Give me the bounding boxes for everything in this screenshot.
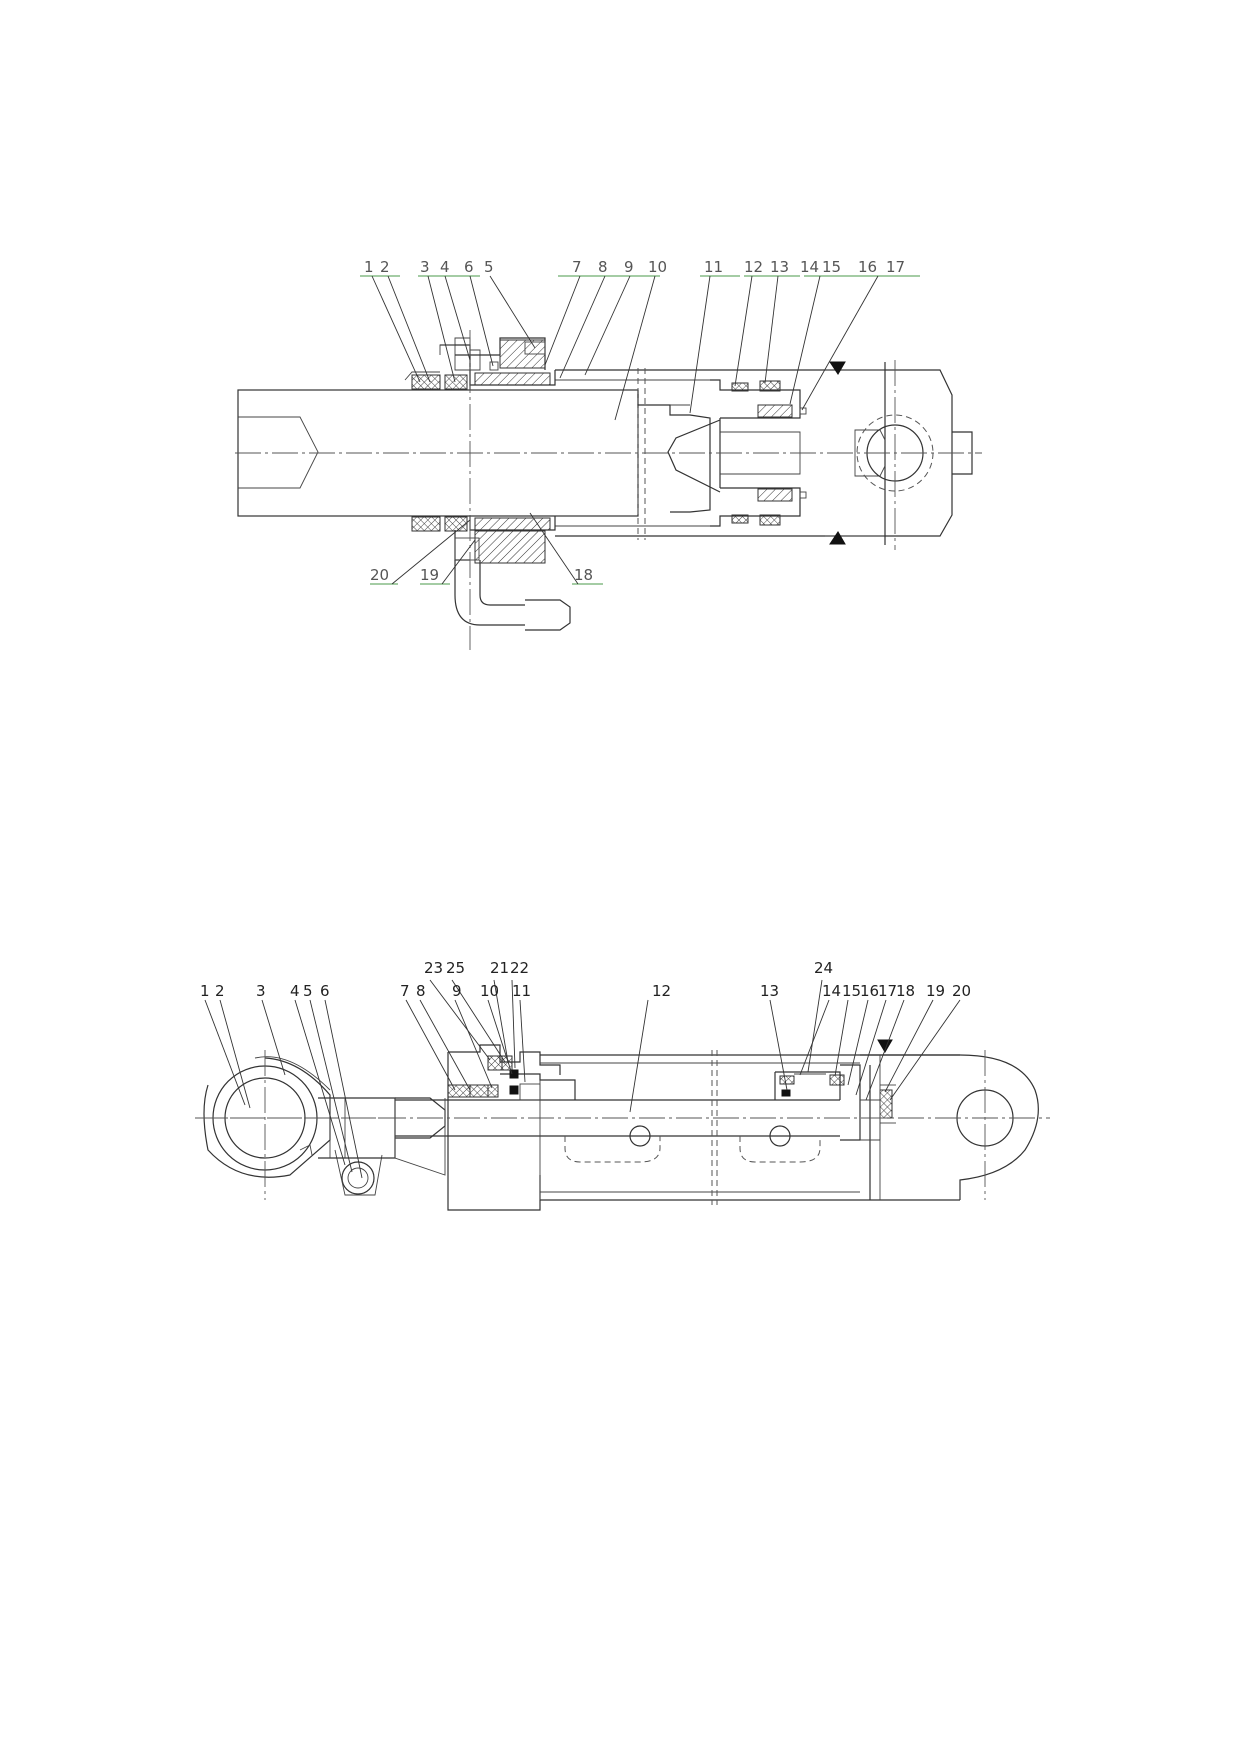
label-5: 5 <box>303 982 313 1000</box>
label-10: 10 <box>648 258 667 276</box>
bolt-5 <box>524 341 546 355</box>
label-18: 18 <box>896 982 915 1000</box>
seal-13 <box>759 380 781 392</box>
piston-nut <box>840 1064 861 1141</box>
label-2: 2 <box>380 258 390 276</box>
label-16: 16 <box>860 982 879 1000</box>
seal-19 <box>879 1089 893 1119</box>
label-6: 6 <box>464 258 474 276</box>
clevis-pin <box>952 431 973 475</box>
label-21: 21 <box>490 959 509 977</box>
label-23: 23 <box>424 959 443 977</box>
label-20: 20 <box>952 982 971 1000</box>
label-11: 11 <box>512 982 531 1000</box>
label-17: 17 <box>878 982 897 1000</box>
label-24: 24 <box>814 959 833 977</box>
wiper-1 <box>411 374 441 390</box>
rod-thread-bore <box>238 416 319 489</box>
end-cap <box>885 369 953 537</box>
figure-2-assembly-drawing: 23 25 21 22 24 1 2 3 4 5 6 7 8 9 10 11 1… <box>195 959 1050 1211</box>
weld-top <box>829 361 846 375</box>
label-4: 4 <box>440 258 450 276</box>
label-18: 18 <box>574 566 593 584</box>
label-19: 19 <box>926 982 945 1000</box>
label-12: 12 <box>744 258 763 276</box>
gland-lower-body <box>474 530 546 564</box>
label-8: 8 <box>598 258 608 276</box>
label-5: 5 <box>484 258 494 276</box>
label-9: 9 <box>624 258 634 276</box>
seal-9 <box>487 1084 499 1098</box>
port-boss-19 <box>454 537 480 561</box>
label-19: 19 <box>420 566 439 584</box>
label-14: 14 <box>822 982 841 1000</box>
weld-bottom <box>829 531 846 545</box>
port-elbow <box>454 560 525 626</box>
label-20: 20 <box>370 566 389 584</box>
label-6: 6 <box>320 982 330 1000</box>
label-8: 8 <box>416 982 426 1000</box>
guide-sleeve-7 <box>474 372 551 386</box>
label-7: 7 <box>572 258 582 276</box>
label-7: 7 <box>400 982 410 1000</box>
port-nipple <box>525 599 571 631</box>
retaining-clip <box>299 1144 313 1156</box>
seal-13 <box>779 1075 795 1085</box>
wiper-7 <box>447 1084 471 1098</box>
label-10: 10 <box>480 982 499 1000</box>
label-25: 25 <box>446 959 465 977</box>
rod-eye-body <box>203 1057 331 1178</box>
label-1: 1 <box>200 982 210 1000</box>
label-13: 13 <box>760 982 779 1000</box>
seal-8 <box>469 1084 489 1098</box>
label-12: 12 <box>652 982 671 1000</box>
figure-1-leaders <box>371 275 879 585</box>
label-14: 14 <box>800 258 819 276</box>
grease-nipple <box>341 1161 375 1195</box>
seal-15 <box>829 1074 845 1086</box>
label-22: 22 <box>510 959 529 977</box>
piston-head <box>775 1071 841 1100</box>
figure-2-leaders <box>204 979 961 1179</box>
figure-1-sectional-drawing: 1 2 3 4 6 5 7 8 9 10 11 12 13 14 15 16 1… <box>235 258 982 650</box>
seal-23 <box>487 1055 503 1071</box>
label-16: 16 <box>858 258 877 276</box>
label-9: 9 <box>452 982 462 1000</box>
seal-12 <box>731 382 749 392</box>
label-13: 13 <box>770 258 789 276</box>
rod-slot-left <box>564 1136 661 1163</box>
label-4: 4 <box>290 982 300 1000</box>
label-2: 2 <box>215 982 225 1000</box>
weld <box>877 1039 893 1053</box>
end-lug <box>860 1054 1039 1200</box>
label-15: 15 <box>822 258 841 276</box>
label-1: 1 <box>364 258 374 276</box>
label-15: 15 <box>842 982 861 1000</box>
oring-10 <box>509 1069 519 1079</box>
guide-ring-16 <box>757 404 793 418</box>
label-3: 3 <box>420 258 430 276</box>
piston-cone <box>667 419 721 493</box>
seal-3 <box>444 374 468 390</box>
label-11: 11 <box>704 258 723 276</box>
label-3: 3 <box>256 982 266 1000</box>
label-17: 17 <box>886 258 905 276</box>
